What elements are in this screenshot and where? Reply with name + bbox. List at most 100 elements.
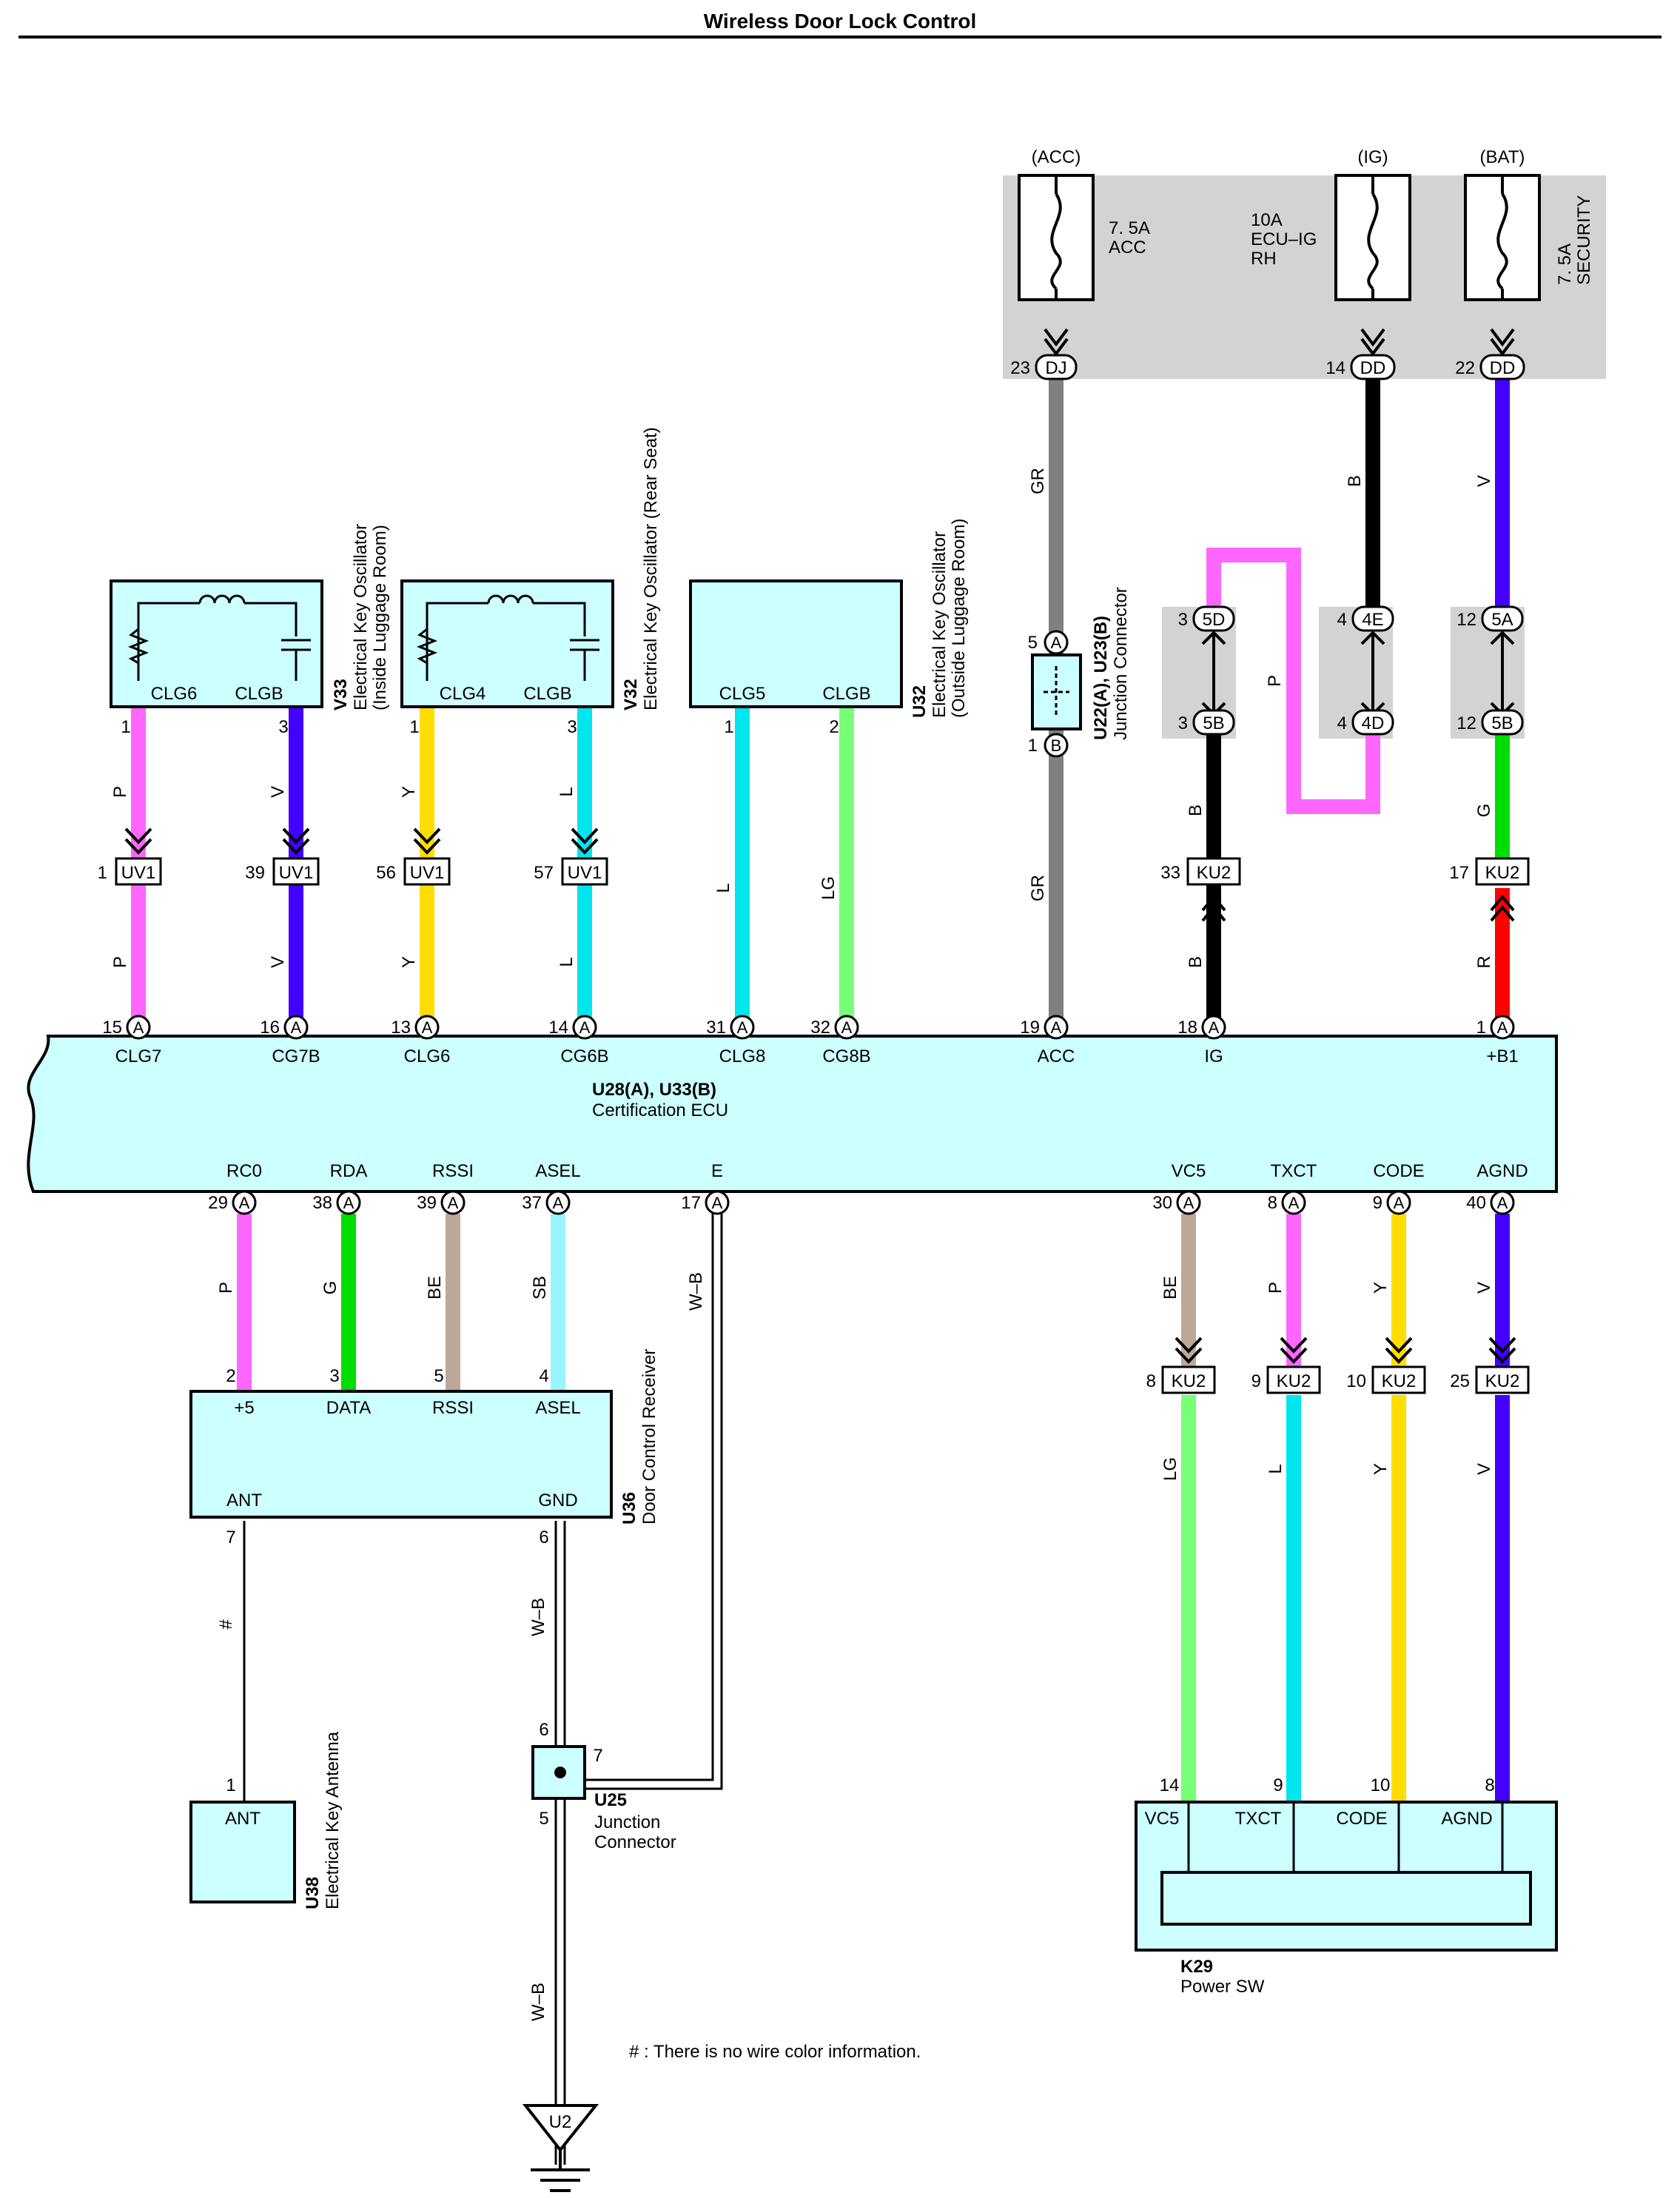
- svg-text:GR: GR: [1028, 468, 1048, 494]
- svg-text:33: 33: [1160, 863, 1180, 883]
- svg-text:7: 7: [593, 1746, 602, 1766]
- svg-text:9: 9: [1273, 1775, 1283, 1795]
- svg-text:3: 3: [1178, 713, 1188, 733]
- svg-text:V: V: [268, 786, 288, 798]
- svg-text:14: 14: [1325, 358, 1345, 378]
- svg-text:P: P: [216, 1282, 236, 1294]
- ecu-pin-label: ASEL: [535, 1161, 580, 1181]
- svg-text:Junction Connector: Junction Connector: [1111, 587, 1131, 740]
- svg-text:9: 9: [1251, 1371, 1261, 1391]
- svg-text:V: V: [268, 956, 288, 968]
- svg-text:CLG4: CLG4: [440, 684, 486, 704]
- svg-text:2: 2: [829, 717, 839, 737]
- ecu-pin-number: 31: [706, 1018, 726, 1038]
- svg-text:+5: +5: [234, 1398, 254, 1418]
- svg-text:GR: GR: [1028, 875, 1048, 901]
- svg-text:KU2: KU2: [1277, 1371, 1311, 1391]
- svg-text:22: 22: [1455, 358, 1475, 378]
- ecu-pin-number: 32: [810, 1018, 830, 1038]
- ecu-pin-conn: A: [712, 1194, 723, 1212]
- svg-text:SECURITY: SECURITY: [1574, 195, 1594, 285]
- ecu-pin-label: CG8B: [822, 1046, 870, 1066]
- svg-text:Door Control Receiver: Door Control Receiver: [639, 1349, 659, 1525]
- ecu-pin-conn: A: [133, 1018, 144, 1037]
- svg-text:U28(A), U33(B): U28(A), U33(B): [592, 1080, 716, 1100]
- svg-text:ACC: ACC: [1109, 238, 1146, 258]
- svg-text:CODE: CODE: [1336, 1809, 1387, 1829]
- svg-text:3: 3: [567, 717, 577, 737]
- svg-text:CLG6: CLG6: [151, 684, 198, 704]
- ecu-pin-conn: A: [553, 1194, 564, 1212]
- svg-text:G: G: [1474, 804, 1494, 818]
- svg-text:KU2: KU2: [1197, 863, 1232, 883]
- ecu-pin-number: 38: [312, 1193, 332, 1213]
- uv1-connectors: UV1 1 UV1 39 UV1 56 UV1 57: [98, 827, 608, 886]
- ecu-pin-number: 19: [1020, 1018, 1040, 1038]
- svg-text:CLGB: CLGB: [523, 684, 571, 704]
- svg-text:P: P: [110, 956, 130, 968]
- uv1-pin-57: UV1 57: [534, 827, 608, 886]
- svg-text:CLGB: CLGB: [235, 684, 283, 704]
- svg-text:7: 7: [226, 1527, 235, 1547]
- svg-text:Y: Y: [399, 786, 419, 798]
- svg-text:10A: 10A: [1251, 210, 1283, 230]
- ecu-pin-number: 1: [1476, 1018, 1486, 1038]
- wire-color-labels: P V Y L P V Y L L LG GR GR B V P B B G R…: [110, 468, 1494, 2021]
- svg-text:W–B: W–B: [528, 1983, 548, 2021]
- ecu-pin-label: CG7B: [272, 1046, 320, 1066]
- svg-text:UV1: UV1: [121, 863, 156, 883]
- ecu-pin-label: AGND: [1476, 1161, 1528, 1181]
- svg-text:8: 8: [1485, 1775, 1494, 1795]
- svg-text:P: P: [110, 786, 130, 798]
- ecu-pin-number: 14: [548, 1018, 568, 1038]
- junction-connector-u25: 6 7 5 U25 Junction Connector: [531, 1720, 676, 1852]
- ecu-pin-conn: A: [1394, 1194, 1405, 1212]
- svg-text:4: 4: [1337, 713, 1347, 733]
- svg-text:Connector: Connector: [594, 1832, 676, 1852]
- oscillator-outside: CLG5 CLGB 1 2 U32 Electrical Key Oscilla…: [689, 519, 969, 737]
- ecu-pin-label: CLG8: [719, 1046, 766, 1066]
- svg-text:Electrical Key Oscillator: Electrical Key Oscillator: [351, 524, 371, 710]
- svg-text:57: 57: [534, 863, 554, 883]
- svg-text:BE: BE: [1160, 1276, 1180, 1300]
- ecu-pin-conn: A: [448, 1194, 459, 1212]
- svg-text:12: 12: [1456, 610, 1476, 630]
- svg-text:7. 5A: 7. 5A: [1109, 218, 1150, 238]
- svg-text:Electrical Key Antenna: Electrical Key Antenna: [323, 1731, 343, 1909]
- svg-text:4D: 4D: [1362, 713, 1385, 733]
- ecu-pin-label: CLG6: [404, 1046, 451, 1066]
- page-title: Wireless Door Lock Control: [704, 10, 976, 33]
- ecu-pin-label: CODE: [1373, 1161, 1424, 1181]
- svg-text:3: 3: [329, 1366, 339, 1386]
- svg-text:V32: V32: [621, 679, 641, 710]
- svg-text:17: 17: [1449, 863, 1469, 883]
- ecu-pin-number: 37: [522, 1193, 542, 1213]
- svg-text:A: A: [1051, 633, 1062, 652]
- ecu-pin-conn: A: [1051, 1018, 1062, 1037]
- ecu-pin-number: 13: [391, 1018, 411, 1038]
- svg-text:Electrical Key Oscillator (Rea: Electrical Key Oscillator (Rear Seat): [641, 427, 661, 710]
- svg-text:2: 2: [226, 1366, 235, 1386]
- ecu-pin-number: 39: [417, 1193, 437, 1213]
- fuse-connectors: DJ 23 DD 14 DD 22: [1010, 328, 1525, 380]
- svg-text:(BAT): (BAT): [1480, 147, 1525, 167]
- ecu-top-pins: A15CLG7A16CG7BA13CLG6A14CG6BA31CLG8A32CG…: [102, 1015, 1519, 1066]
- svg-text:UV1: UV1: [410, 863, 445, 883]
- svg-text:6: 6: [539, 1720, 548, 1740]
- svg-text:GND: GND: [538, 1490, 577, 1510]
- uv1-pin-56: UV1 56: [376, 827, 451, 886]
- svg-text:Y: Y: [1371, 1282, 1391, 1294]
- ecu-pin-label: RDA: [330, 1161, 368, 1181]
- ecu-pin-number: 8: [1268, 1193, 1277, 1213]
- ecu-pin-conn: A: [343, 1194, 355, 1212]
- svg-text:10: 10: [1346, 1371, 1366, 1391]
- ecu-pin-label: E: [711, 1161, 723, 1181]
